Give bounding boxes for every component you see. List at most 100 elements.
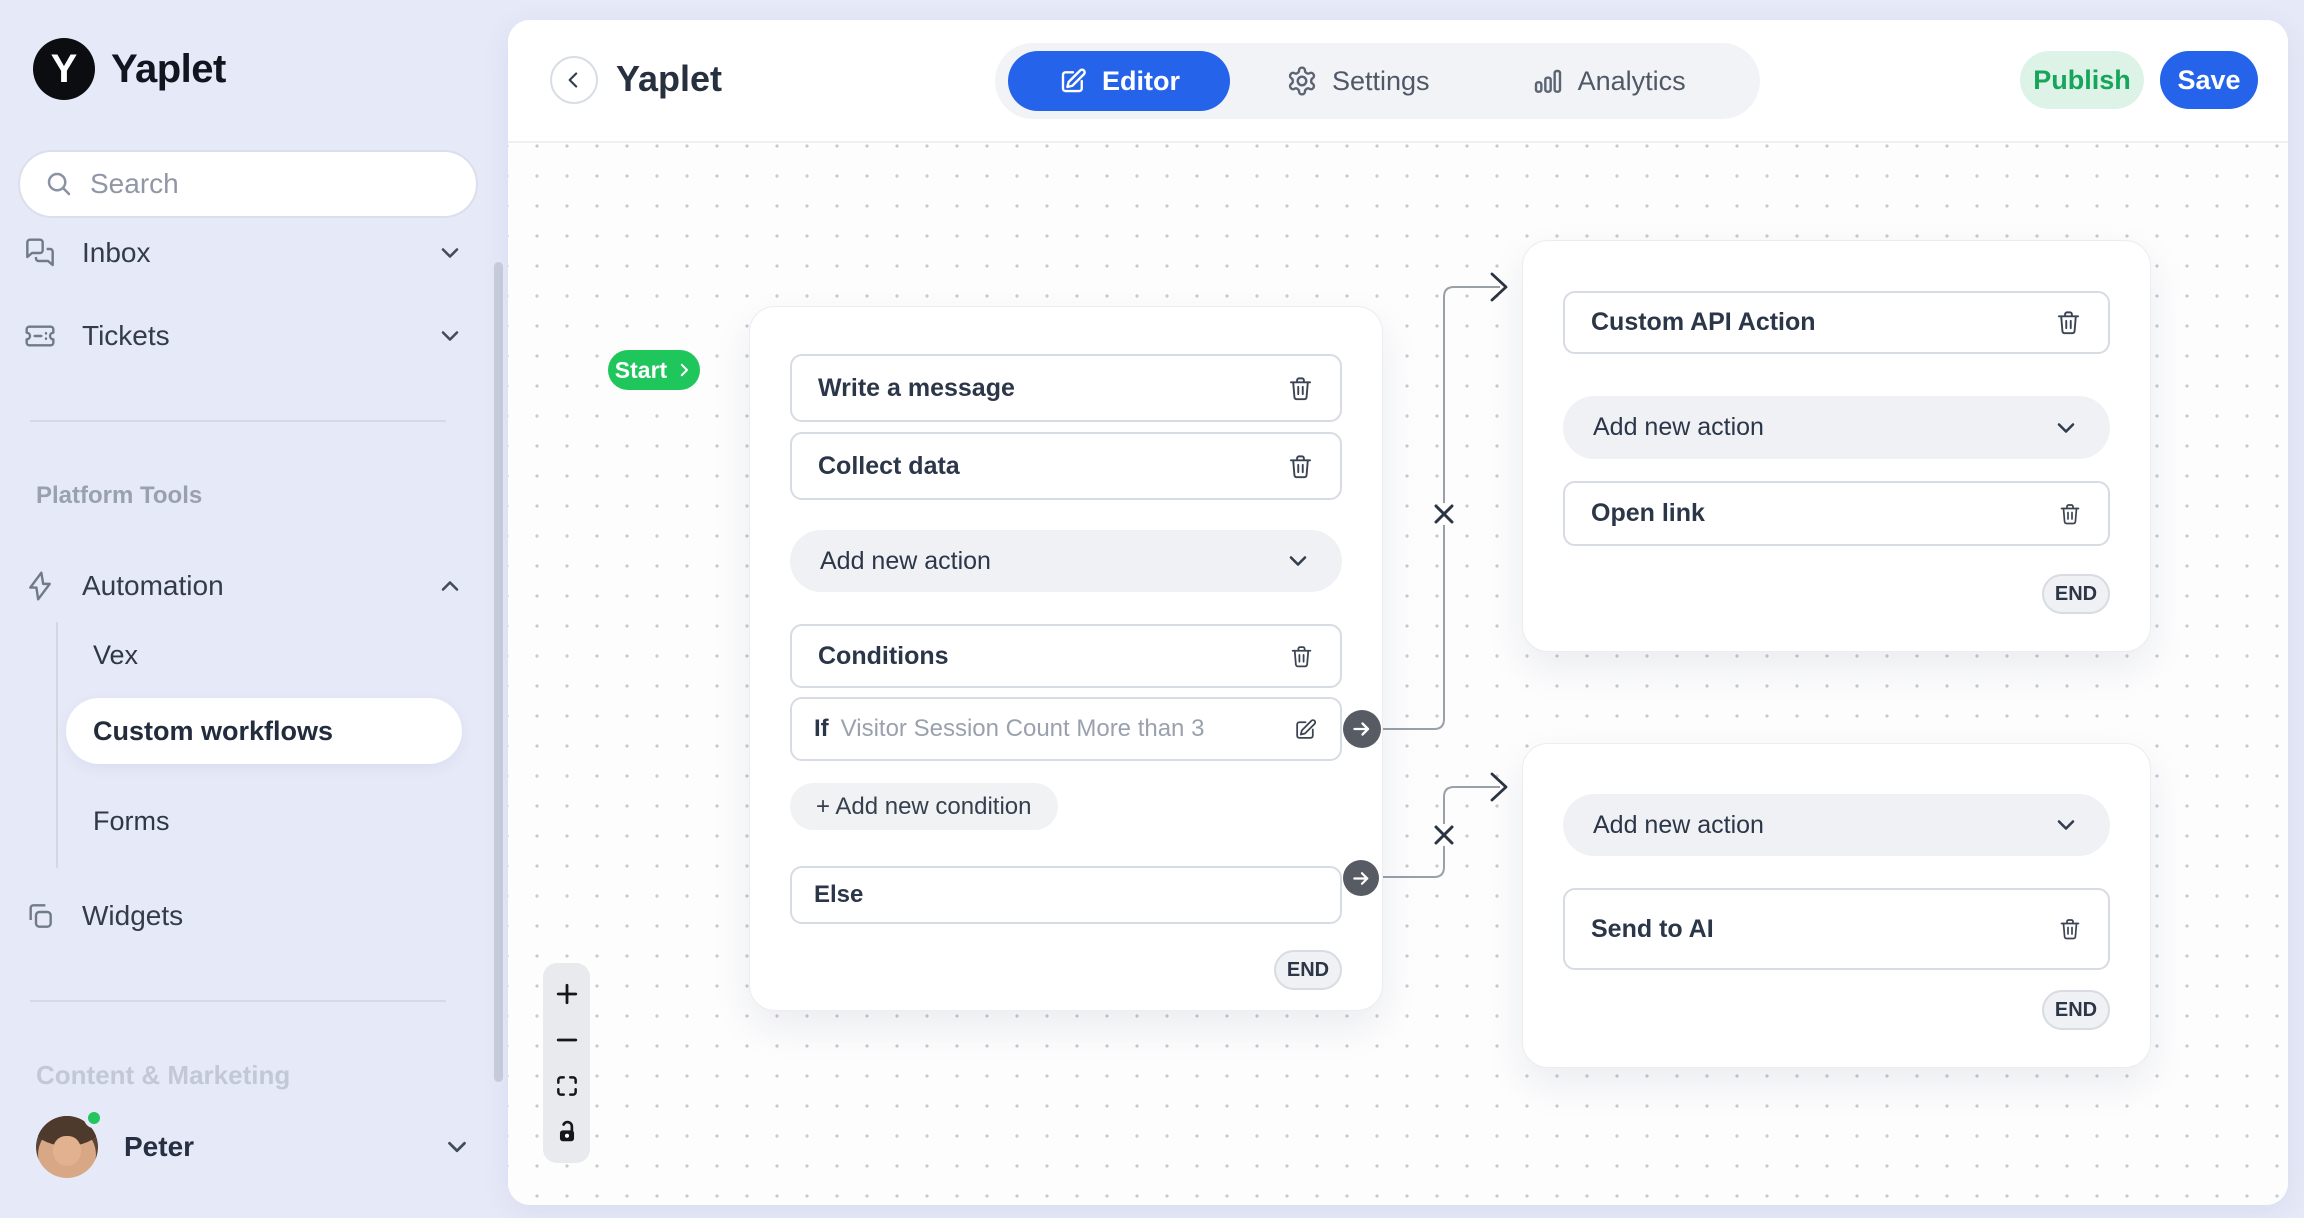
- action-conditions[interactable]: Conditions: [790, 624, 1342, 688]
- publish-button[interactable]: Publish: [2020, 51, 2144, 109]
- end-badge: END: [1274, 950, 1342, 990]
- zoom-in-button[interactable]: [552, 979, 582, 1009]
- workflow-canvas[interactable]: Start Write a message Collect: [508, 143, 2288, 1205]
- delete-action-button[interactable]: [2058, 502, 2082, 526]
- tab-label: Editor: [1102, 65, 1180, 96]
- sidebar-item-forms[interactable]: Forms: [93, 806, 170, 836]
- search-input[interactable]: [90, 168, 420, 200]
- node-send-to-ai[interactable]: Add new action Send to AI END: [1522, 743, 2151, 1068]
- trash-icon: [1289, 454, 1312, 478]
- topbar: Yaplet Editor Settings: [508, 20, 2288, 143]
- action-label: Send to AI: [1591, 914, 1714, 943]
- sidebar-item-vex[interactable]: Vex: [93, 640, 139, 670]
- plus-icon: [556, 983, 577, 1005]
- tab-label: Settings: [1332, 65, 1430, 96]
- action-collect-data[interactable]: Collect data: [790, 432, 1342, 500]
- sidebar-item-label: Widgets: [82, 900, 184, 931]
- user-menu[interactable]: Peter: [36, 1112, 472, 1182]
- delete-action-button[interactable]: [2058, 917, 2082, 941]
- pencil-square-icon: [1296, 718, 1317, 739]
- search-box[interactable]: [18, 150, 478, 218]
- widgets-copy-icon: [29, 904, 52, 928]
- minus-icon: [556, 1038, 577, 1042]
- brand[interactable]: Y Yaplet: [33, 38, 226, 100]
- brand-name: Yaplet: [111, 46, 226, 91]
- sidebar-item-custom-workflows[interactable]: Custom workflows: [66, 698, 462, 764]
- remove-connection-x-icon[interactable]: [1434, 504, 1454, 524]
- brand-logo-icon: Y: [33, 38, 95, 100]
- fit-view-button[interactable]: [552, 1071, 582, 1101]
- action-label: Conditions: [818, 641, 949, 670]
- tab-editor[interactable]: Editor: [1008, 51, 1230, 111]
- action-custom-api[interactable]: Custom API Action: [1563, 291, 2110, 354]
- delete-action-button[interactable]: [1287, 375, 1314, 402]
- arrow-right-icon: [1353, 722, 1370, 736]
- action-send-to-ai[interactable]: Send to AI: [1563, 888, 2110, 970]
- zoom-out-button[interactable]: [552, 1025, 582, 1055]
- action-open-link[interactable]: Open link: [1563, 481, 2110, 546]
- bar-chart-icon: [1534, 69, 1561, 93]
- if-condition-text: Visitor Session Count More than 3: [840, 715, 1205, 742]
- condition-else-row[interactable]: Else: [790, 866, 1342, 924]
- section-label-platform-tools: Platform Tools: [36, 482, 203, 509]
- add-new-action-dropdown[interactable]: Add new action: [1563, 396, 2110, 459]
- end-label: END: [1286, 958, 1330, 981]
- if-branch-port-button[interactable]: [1343, 710, 1381, 748]
- trash-icon: [2060, 919, 2080, 940]
- subtree-guide-line: [56, 622, 58, 868]
- avatar: [36, 1116, 98, 1178]
- sidebar-item-tickets[interactable]: Tickets: [24, 308, 464, 364]
- action-label: Collect data: [818, 451, 960, 480]
- sidebar-item-label: Automation: [82, 570, 224, 601]
- end-badge: END: [2042, 990, 2110, 1030]
- remove-connection-x-icon[interactable]: [1434, 825, 1454, 845]
- node-main-workflow[interactable]: Write a message Collect data: [749, 306, 1383, 1011]
- condition-if-row[interactable]: If Visitor Session Count More than 3: [790, 697, 1342, 761]
- action-write-message[interactable]: Write a message: [790, 354, 1342, 422]
- start-node[interactable]: Start: [608, 350, 700, 390]
- back-button[interactable]: [550, 56, 598, 104]
- chevron-down-icon: [441, 331, 459, 341]
- delete-action-button[interactable]: [2055, 309, 2082, 336]
- arrowhead-icon: [1490, 772, 1508, 802]
- lock-button[interactable]: [552, 1117, 582, 1147]
- trash-icon: [2057, 311, 2080, 335]
- chevron-left-icon: [568, 72, 578, 88]
- lightning-icon: [29, 571, 51, 601]
- fit-view-icon: [556, 1076, 577, 1096]
- chevron-down-icon: [2057, 820, 2075, 830]
- section-label-content-marketing: Content & Marketing: [36, 1060, 291, 1090]
- sidebar: Y Yaplet Inbox Tickets: [0, 0, 508, 1218]
- action-label: Write a message: [818, 373, 1015, 402]
- add-new-action-dropdown[interactable]: Add new action: [1563, 794, 2110, 856]
- save-button[interactable]: Save: [2160, 51, 2258, 109]
- page-title: Yaplet: [616, 58, 723, 99]
- dropdown-label: Add new action: [1593, 810, 1764, 839]
- connector-if-branch: [1381, 286, 1500, 730]
- end-badge: END: [2042, 574, 2110, 614]
- chevron-down-icon: [1289, 556, 1307, 566]
- sidebar-item-inbox[interactable]: Inbox: [24, 225, 464, 281]
- end-label: END: [2054, 998, 2098, 1021]
- else-branch-port-button[interactable]: [1343, 860, 1379, 896]
- node-custom-api[interactable]: Custom API Action Add new action Open li: [1522, 240, 2151, 652]
- chevron-down-icon: [2057, 422, 2075, 433]
- sidebar-item-widgets[interactable]: Widgets: [24, 888, 464, 944]
- edit-condition-button[interactable]: [1293, 717, 1318, 742]
- tab-analytics[interactable]: Analytics: [1532, 65, 1686, 97]
- lock-icon: [559, 1120, 574, 1142]
- connector-x-backdrop: [1433, 824, 1455, 846]
- tab-settings[interactable]: Settings: [1286, 65, 1430, 97]
- delete-action-button[interactable]: [1289, 644, 1314, 669]
- gear-icon: [1288, 66, 1316, 96]
- sidebar-item-automation[interactable]: Automation: [24, 558, 464, 614]
- delete-action-button[interactable]: [1287, 453, 1314, 480]
- add-new-condition-button[interactable]: + Add new condition: [790, 783, 1058, 830]
- sidebar-scrollbar[interactable]: [494, 262, 503, 1082]
- add-new-action-dropdown[interactable]: Add new action: [790, 530, 1342, 592]
- chevron-down-icon: [441, 248, 459, 258]
- sidebar-divider: [30, 1000, 446, 1002]
- pencil-square-icon: [1061, 68, 1086, 93]
- chevron-up-icon: [441, 581, 459, 591]
